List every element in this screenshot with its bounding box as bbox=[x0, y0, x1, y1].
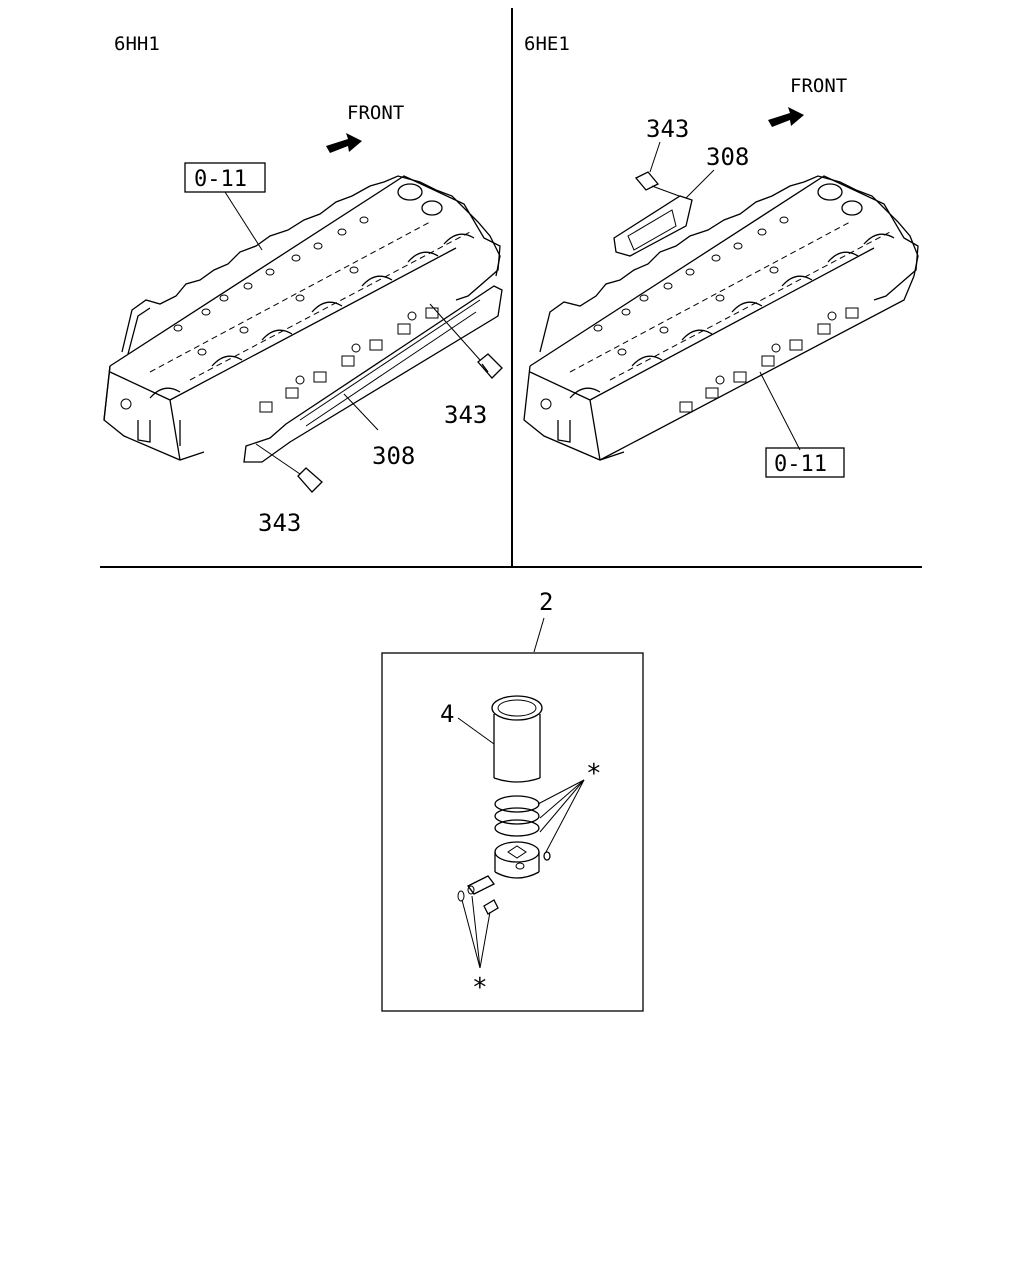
ref-box-frame-right bbox=[765, 447, 845, 478]
bolt-343-right-icon bbox=[429, 303, 503, 379]
bottom-panel: 2 4 * bbox=[381, 588, 644, 1012]
bolt-343-top-icon bbox=[634, 171, 691, 201]
bracket-308-icon bbox=[613, 195, 693, 257]
engine-code-6he1: 6HE1 bbox=[524, 33, 570, 55]
front-arrow-icon-right bbox=[768, 107, 804, 127]
piston-icon bbox=[494, 841, 540, 879]
bolt-343-lower-icon bbox=[255, 443, 323, 493]
piston-pin-icon bbox=[457, 875, 499, 915]
ref-box-right: 0-11 bbox=[774, 452, 827, 477]
asterisk-pins: * bbox=[472, 973, 488, 1003]
piston-rings-icon bbox=[494, 795, 540, 837]
cylinder-block-6he1 bbox=[523, 175, 919, 461]
engine-code-6hh1: 6HH1 bbox=[114, 33, 160, 55]
part-308-right: 308 bbox=[706, 143, 749, 171]
part-343-lower: 343 bbox=[258, 509, 301, 537]
part-308-left: 308 bbox=[372, 442, 415, 470]
assembly-number: 2 bbox=[539, 588, 553, 616]
asterisk-rings: * bbox=[586, 759, 602, 789]
part-4: 4 bbox=[440, 700, 454, 728]
cylinder-block-6hh1 bbox=[103, 175, 503, 463]
right-panel: 6HE1 FRONT 343 308 bbox=[523, 33, 919, 478]
left-panel: 6HH1 FRONT 0-11 bbox=[103, 33, 503, 537]
part-343-right-panel: 343 bbox=[646, 115, 689, 143]
front-arrow-icon bbox=[326, 133, 362, 153]
ref-box-left: 0-11 bbox=[194, 167, 247, 192]
part-343-right: 343 bbox=[444, 401, 487, 429]
assembly-box bbox=[381, 652, 644, 1012]
front-label-left: FRONT bbox=[347, 102, 404, 124]
front-label-right: FRONT bbox=[790, 75, 847, 97]
cylinder-liner-icon bbox=[491, 695, 543, 783]
